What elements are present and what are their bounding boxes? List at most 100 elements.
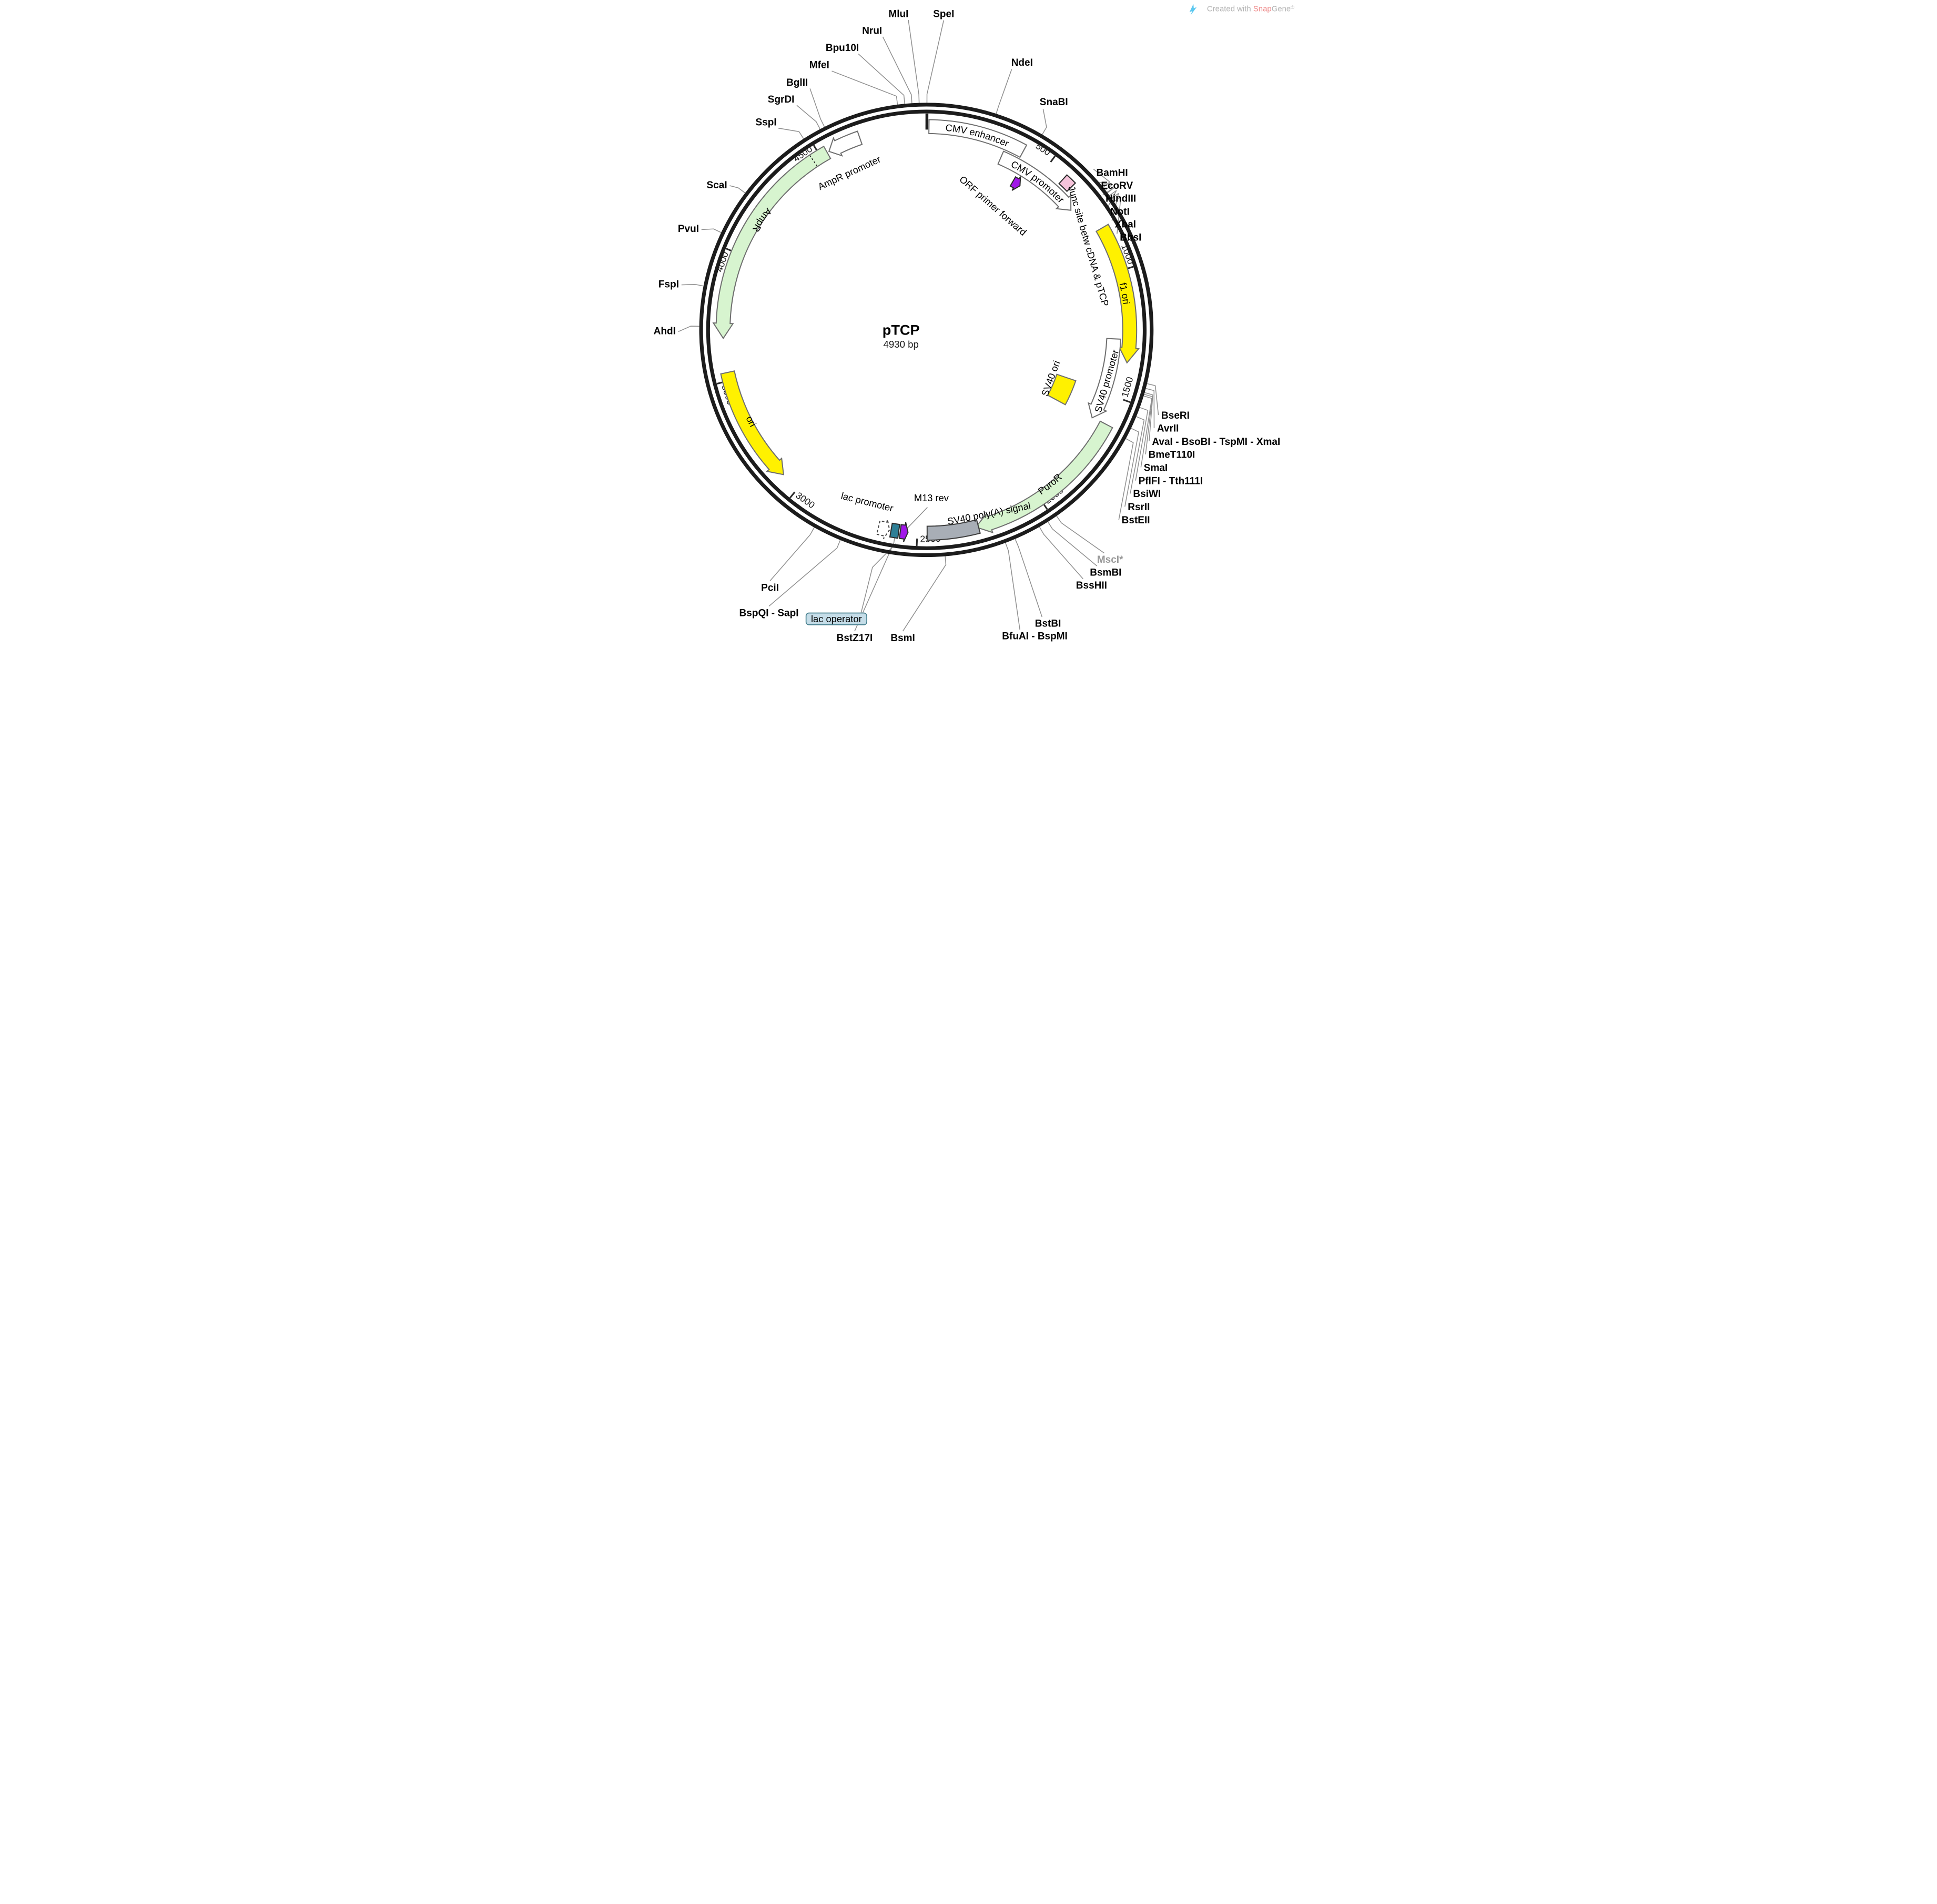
leader-line-BamHI <box>1093 168 1110 188</box>
feature-lac-promoter <box>876 519 890 539</box>
enzyme-label-BspQI-SapI: BspQI - SapI <box>739 608 798 619</box>
feature-cmv-enhancer <box>928 119 1027 158</box>
leader-line-PciI <box>769 527 815 581</box>
enzyme-label-MscI-: MscI* <box>1097 554 1123 565</box>
enzyme-label-RsrII: RsrII <box>1128 502 1150 513</box>
enzyme-label-HindIII: HindIII <box>1106 194 1136 205</box>
enzyme-label-NdeI: NdeI <box>1011 57 1032 68</box>
enzyme-label-AhdI: AhdI <box>653 326 675 337</box>
leader-lines <box>677 19 1159 632</box>
feature-label-m13-rev: M13 rev <box>914 492 949 503</box>
leader-line-FspI <box>681 283 704 287</box>
leader-line-Bpu10I <box>858 53 905 104</box>
enzyme-label-BssHII: BssHII <box>1076 580 1107 591</box>
credit-text: Created with SnapGene® <box>1206 5 1294 14</box>
feature-label-lac-promoter: lac promoter <box>840 490 895 514</box>
leader-line-SspI <box>778 127 804 139</box>
plasmid-title: pTCP <box>882 321 919 338</box>
plasmid-map: 50010001500200025003000350040004500 CMV … <box>653 4 1294 644</box>
enzyme-label-AvrII: AvrII <box>1157 423 1179 434</box>
enzyme-label-ScaI: ScaI <box>706 180 727 191</box>
leader-line-PvuI <box>701 228 722 233</box>
enzyme-label-SgrDI: SgrDI <box>767 94 794 105</box>
enzyme-label-NruI: NruI <box>862 25 882 36</box>
feature-label-lac-operator: lac operator <box>810 613 861 624</box>
enzyme-label-BseRI: BseRI <box>1161 410 1190 421</box>
enzyme-label-BamHI: BamHI <box>1096 167 1128 178</box>
leader-line-SgrDI <box>796 105 820 130</box>
feature-f1-ori <box>1095 224 1140 364</box>
leader-line-XbaI <box>1111 193 1119 221</box>
enzyme-label-BstZ17I: BstZ17I <box>836 633 873 644</box>
enzyme-label-BfuAI-BspMI: BfuAI - BspMI <box>1002 631 1068 642</box>
leader-line-MluI <box>907 19 919 103</box>
feature-label-box-lac-operator <box>805 612 867 625</box>
enzyme-label-BsiWI: BsiWI <box>1133 489 1161 500</box>
leader-line-MfeI <box>831 70 898 105</box>
enzyme-label-SspI: SspI <box>755 117 776 128</box>
enzyme-label-BbsI: BbsI <box>1120 232 1141 244</box>
feature-junc-site <box>1058 174 1076 193</box>
enzyme-label-BglII: BglII <box>786 77 808 88</box>
leader-line-EcoRV <box>1098 181 1112 190</box>
backbone-outer-ring <box>699 103 1153 558</box>
snapgene-logo-icon <box>1189 4 1196 16</box>
leader-line-SnaBI <box>1041 108 1047 135</box>
feature-lac-operator <box>889 522 900 539</box>
enzyme-label-BstEII: BstEII <box>1121 515 1150 526</box>
leader-line-AhdI <box>677 326 699 332</box>
enzyme-label-SpeI: SpeI <box>933 9 954 20</box>
leader-line-AvrII <box>1145 388 1154 428</box>
leader-line-BstEII <box>1118 438 1134 520</box>
feature-sv40-ori <box>1047 373 1077 406</box>
enzyme-label-BstBI: BstBI <box>1035 618 1061 629</box>
enzyme-label-NotI: NotI <box>1110 206 1129 217</box>
leader-line-BsmI <box>902 556 946 632</box>
feature-orf-primer <box>1009 176 1021 191</box>
enzyme-label-SmaI: SmaI <box>1143 462 1167 473</box>
enzyme-label-BsmBI: BsmBI <box>1090 568 1121 579</box>
leader-line-BfuAI-BspMI <box>1005 542 1020 630</box>
leader-line-MscI- <box>1056 515 1104 554</box>
leader-line-BbsI <box>1113 196 1121 234</box>
feature-sv40-promoter <box>1087 338 1121 419</box>
enzyme-label-SnaBI: SnaBI <box>1039 97 1068 108</box>
enzyme-label-MluI: MluI <box>888 9 908 20</box>
enzyme-label-PflFI-Tth111I: PflFI - Tth111I <box>1138 475 1202 487</box>
plasmid-size: 4930 bp <box>883 339 918 350</box>
leader-line-NdeI <box>995 69 1012 114</box>
leader-line-BglII <box>809 88 825 127</box>
leader-line-PflFI-Tth111I <box>1134 407 1148 481</box>
enzyme-label-MfeI: MfeI <box>809 60 829 71</box>
feature-leader-m13-rev <box>907 507 928 529</box>
leader-line-SpeI <box>926 20 944 103</box>
tick-500 <box>1049 155 1056 163</box>
feature-cmv-promoter <box>997 150 1071 211</box>
enzyme-label-PvuI: PvuI <box>677 224 698 235</box>
snapgene-credit: Created with SnapGene® <box>1189 4 1294 16</box>
leader-line-BseRI <box>1147 383 1159 416</box>
enzyme-label-BsmI: BsmI <box>890 633 915 644</box>
enzyme-label-PciI: PciI <box>761 582 779 593</box>
leader-line-NruI <box>882 36 912 104</box>
leader-line-SmaI <box>1140 396 1152 468</box>
feature-ori <box>719 370 784 475</box>
tick-1500 <box>1122 399 1131 403</box>
leader-line-AvaI-BsoBI-TspMI-XmaI <box>1144 392 1153 442</box>
leader-line-BspQI-SapI <box>768 540 840 607</box>
backbone-inner-ring <box>706 109 1147 550</box>
feature-ampr <box>712 145 831 340</box>
leader-line-BmeT110I <box>1143 393 1153 454</box>
leader-line-BsmBI <box>1047 521 1097 566</box>
enzyme-label-XbaI: XbaI <box>1114 219 1135 230</box>
enzyme-label-Bpu10I: Bpu10I <box>825 43 858 54</box>
leader-line-ScaI <box>729 185 745 194</box>
tick-3000 <box>789 491 795 499</box>
enzyme-label-BmeT110I: BmeT110I <box>1148 450 1195 461</box>
enzyme-label-AvaI-BsoBI-TspMI-XmaI: AvaI - BsoBI - TspMI - XmaI <box>1152 437 1280 448</box>
leader-line-BssHII <box>1039 526 1083 580</box>
leader-line-BstBI <box>1014 539 1042 617</box>
leader-line-BsiWI <box>1129 416 1144 494</box>
backbone-rings <box>699 103 1153 558</box>
